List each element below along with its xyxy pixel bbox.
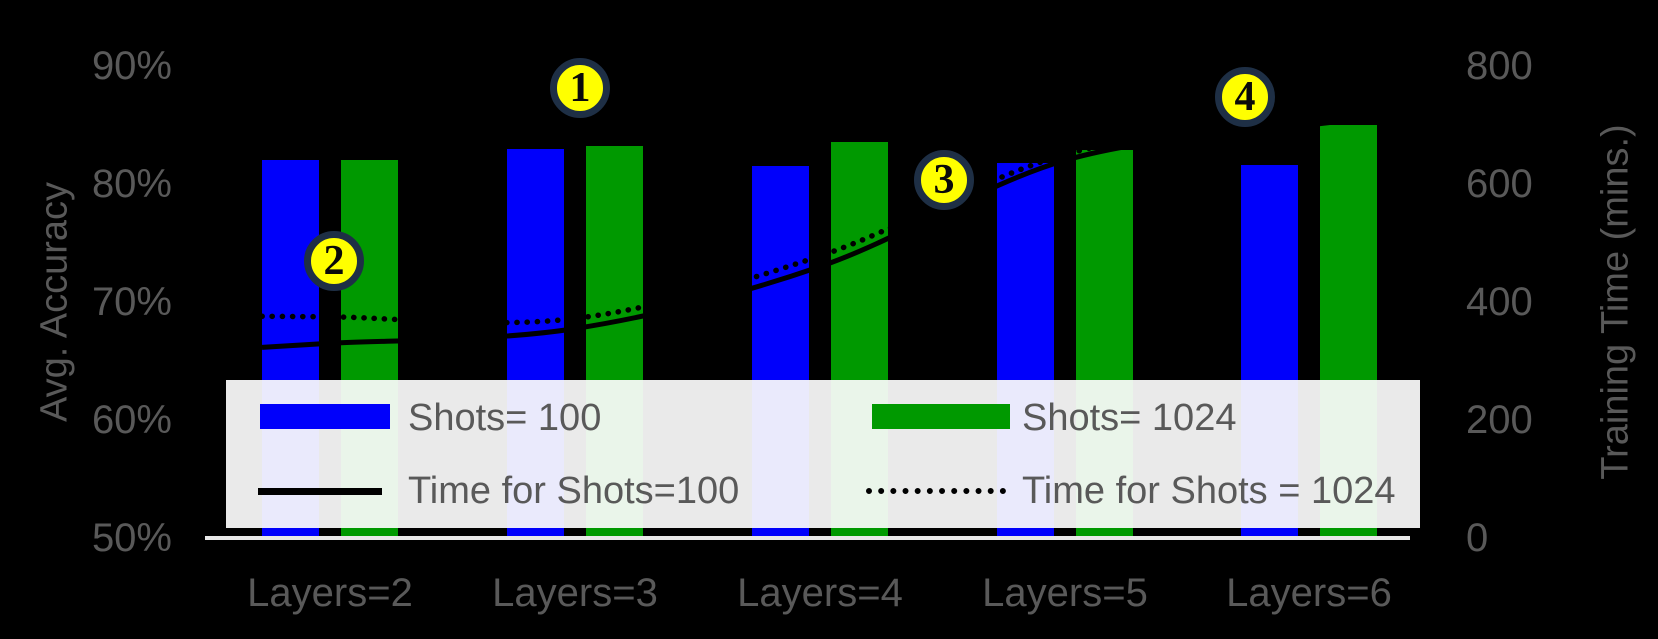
x-axis-line	[205, 536, 1410, 540]
legend: Shots= 100 Shots= 1024 Time for Shots=10…	[226, 380, 1420, 528]
x-label-5: Layers=5	[982, 571, 1148, 615]
legend-swatch-shots1024	[872, 404, 1010, 429]
right-tick-200: 200	[1466, 398, 1533, 442]
line-time-shots100	[261, 117, 1378, 350]
left-tick-60: 60%	[91, 398, 172, 442]
x-label-6: Layers=6	[1226, 571, 1392, 615]
left-tick-50: 50%	[91, 516, 172, 560]
right-tick-800: 800	[1466, 44, 1533, 88]
x-label-4: Layers=4	[737, 571, 903, 615]
legend-swatch-shots100	[260, 404, 390, 429]
right-tick-0: 0	[1466, 516, 1489, 560]
legend-label-shots1024: Shots= 1024	[1022, 397, 1237, 439]
x-label-2: Layers=2	[247, 571, 413, 615]
right-tick-600: 600	[1466, 162, 1533, 206]
annotation-circle-4: 4	[1215, 67, 1275, 127]
right-tick-400: 400	[1466, 280, 1533, 324]
legend-label-time100: Time for Shots=100	[408, 470, 740, 512]
legend-line-dotted	[866, 488, 1006, 494]
annotation-circle-1: 1	[550, 58, 610, 118]
annotation-circle-3: 3	[914, 150, 974, 210]
left-tick-80: 80%	[91, 162, 172, 206]
left-tick-90: 90%	[91, 44, 172, 88]
left-tick-70: 70%	[91, 280, 172, 324]
x-label-3: Layers=3	[492, 571, 658, 615]
legend-line-solid	[258, 488, 382, 495]
line-time-shots1024	[259, 110, 1380, 326]
legend-label-time1024: Time for Shots = 1024	[1022, 470, 1396, 512]
annotation-circle-2: 2	[304, 231, 364, 291]
legend-label-shots100: Shots= 100	[408, 397, 602, 439]
